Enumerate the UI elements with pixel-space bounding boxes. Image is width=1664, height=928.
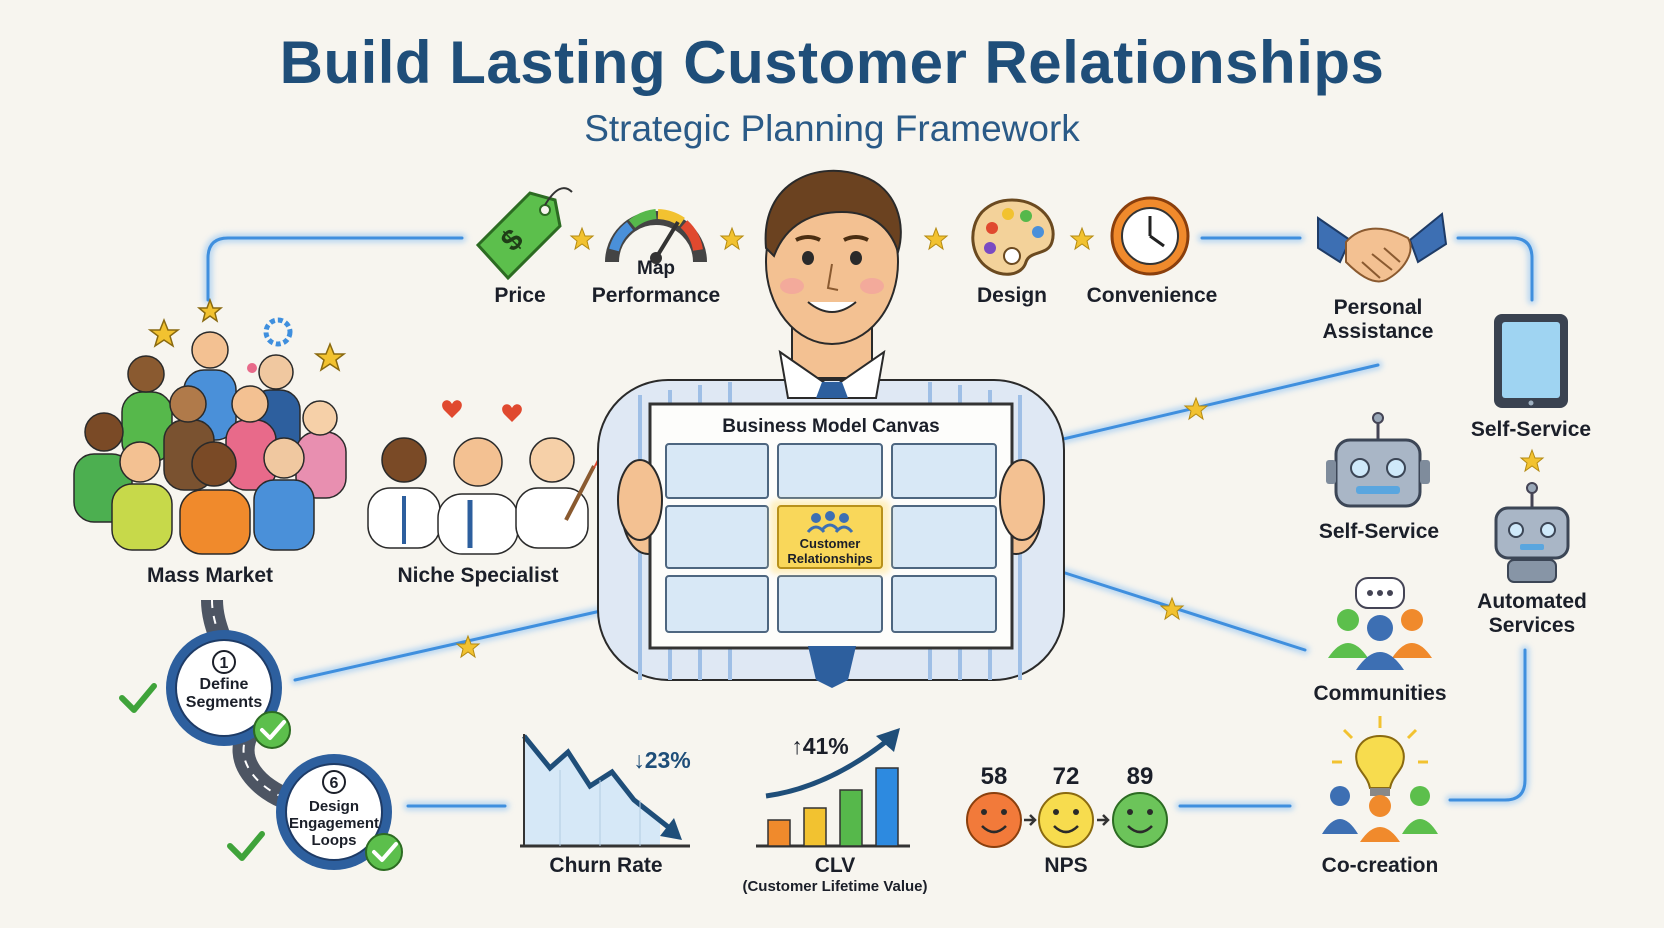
nps-faces: 58 72 89 bbox=[966, 763, 1168, 848]
star-icon bbox=[455, 634, 481, 659]
price-tag-icon: $ bbox=[475, 187, 573, 281]
canvas-cell bbox=[891, 575, 997, 633]
highlight-cell bbox=[777, 505, 883, 569]
label-convenience: Convenience bbox=[1086, 284, 1218, 307]
robot-icon bbox=[1494, 482, 1570, 583]
label-nps: NPS bbox=[1044, 854, 1088, 877]
label-performance: Performance bbox=[591, 284, 721, 307]
face-icon bbox=[1112, 792, 1168, 848]
step-6-number: 6 bbox=[330, 775, 339, 792]
label-price: Price bbox=[494, 284, 546, 307]
star-icon bbox=[1519, 448, 1545, 473]
label-automated-services: Automated Services bbox=[1477, 590, 1587, 637]
highlight-line-1: Customer bbox=[800, 536, 861, 551]
label-co-creation: Co-creation bbox=[1321, 854, 1439, 877]
nps-score-2: 72 bbox=[1053, 763, 1080, 790]
communities-icon bbox=[1328, 577, 1432, 670]
canvas-title: Business Model Canvas bbox=[722, 416, 940, 437]
canvas-cell bbox=[891, 505, 997, 569]
check-icons bbox=[119, 683, 403, 871]
check-icon bbox=[119, 683, 157, 713]
label-self-service-tablet: Self-Service bbox=[1470, 418, 1592, 441]
star-icon bbox=[719, 226, 745, 251]
business-model-canvas-board: Business Model Canvas Customer Relations… bbox=[617, 402, 1045, 688]
canvas-cell bbox=[891, 443, 997, 499]
star-icon bbox=[1069, 226, 1095, 251]
label-niche-specialist: Niche Specialist bbox=[397, 564, 559, 587]
palette-icon bbox=[971, 198, 1055, 276]
clv-change: ↑41% bbox=[791, 733, 849, 759]
churn-rate-chart: ↓23% bbox=[520, 734, 691, 848]
canvas-cell bbox=[777, 575, 883, 633]
canvas-cell bbox=[665, 575, 769, 633]
canvas-cell bbox=[777, 443, 883, 499]
label-churn-rate: Churn Rate bbox=[549, 854, 663, 877]
mass-market-crowd-icon bbox=[73, 297, 347, 555]
face-icon bbox=[966, 792, 1022, 848]
handshake-icon bbox=[1317, 212, 1448, 283]
nps-score-3: 89 bbox=[1127, 763, 1154, 790]
co-creation-icon bbox=[1322, 716, 1438, 842]
robot-icon bbox=[1326, 412, 1430, 508]
label-clv: CLV bbox=[814, 854, 856, 877]
clv-chart: ↑41% bbox=[756, 728, 910, 848]
niche-specialists-icon bbox=[367, 400, 604, 555]
label-mass-market: Mass Market bbox=[146, 564, 274, 587]
clv-bar bbox=[803, 807, 827, 847]
performance-gauge-icon: Map bbox=[605, 209, 707, 279]
face-icon bbox=[1038, 792, 1094, 848]
clv-bar bbox=[839, 789, 863, 847]
canvas-cell bbox=[665, 505, 769, 569]
label-design: Design bbox=[976, 284, 1047, 307]
page-subtitle: Strategic Planning Framework bbox=[584, 108, 1080, 149]
step-1-number: 1 bbox=[220, 655, 229, 672]
star-icon bbox=[923, 226, 949, 251]
page-title: Build Lasting Customer Relationships bbox=[279, 29, 1385, 96]
nps-score-1: 58 bbox=[981, 763, 1008, 790]
label-communities: Communities bbox=[1313, 682, 1447, 705]
star-icon bbox=[1159, 596, 1185, 621]
check-icon bbox=[260, 720, 286, 740]
star-icon bbox=[569, 226, 595, 251]
clock-icon bbox=[1110, 196, 1190, 276]
clv-bar bbox=[767, 819, 791, 847]
tablet-icon bbox=[1494, 314, 1568, 408]
highlight-cell-label: Customer bbox=[800, 536, 861, 551]
canvas-cell bbox=[665, 443, 769, 499]
label-clv-sub: (Customer Lifetime Value) bbox=[742, 878, 928, 895]
check-icon bbox=[227, 831, 265, 861]
gauge-label: Map bbox=[637, 258, 675, 279]
label-self-service-robot: Self-Service bbox=[1318, 520, 1440, 543]
label-personal-assistance: Personal Assistance bbox=[1322, 296, 1434, 343]
step-1-label: Define Segments bbox=[185, 676, 263, 711]
step-6-label: Design Engagement Loops bbox=[288, 798, 379, 849]
connector-stars bbox=[455, 226, 1545, 659]
clv-bar bbox=[875, 767, 899, 847]
churn-change: ↓23% bbox=[633, 747, 691, 773]
highlight-cell-label-2: Relationships bbox=[787, 551, 872, 566]
step-6-badge bbox=[276, 754, 392, 870]
step-1-badge bbox=[166, 630, 282, 746]
star-icon bbox=[1183, 396, 1209, 421]
check-icon bbox=[372, 842, 398, 862]
